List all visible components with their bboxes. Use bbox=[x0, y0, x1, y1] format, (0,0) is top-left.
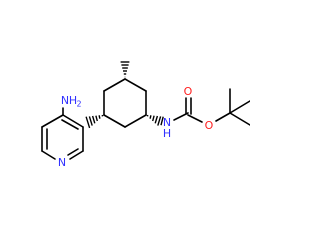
bond bbox=[69, 150, 84, 160]
pyridine-n-label: N bbox=[58, 156, 66, 169]
bond bbox=[124, 114, 147, 128]
bond bbox=[215, 112, 231, 122]
carbamate-n-label: N bbox=[163, 116, 171, 129]
double-bond-inner bbox=[67, 148, 79, 156]
amine-subscript: 2 bbox=[76, 100, 81, 109]
bond bbox=[62, 114, 84, 128]
carbonyl-o-label: O bbox=[184, 85, 193, 98]
ester-o-label: O bbox=[205, 119, 214, 132]
bond bbox=[41, 150, 56, 160]
carbamate-h-label: H bbox=[163, 127, 171, 140]
amine-n-label: N bbox=[61, 94, 69, 107]
pyridine-ring bbox=[41, 114, 84, 160]
hashed-wedge-bond bbox=[146, 114, 164, 126]
hashed-wedge-bond bbox=[120, 61, 130, 78]
bond bbox=[124, 78, 147, 92]
bond bbox=[187, 114, 203, 123]
bond bbox=[41, 114, 64, 128]
bond bbox=[103, 114, 126, 128]
double-bond-inner bbox=[61, 119, 79, 130]
cyclohexane-ring bbox=[103, 78, 147, 128]
tbutyl-bond bbox=[229, 112, 250, 126]
boc-group bbox=[173, 88, 250, 126]
amine-h-label: H bbox=[69, 94, 77, 107]
bond bbox=[103, 78, 126, 92]
molecule-structure: N H 2 N N H O O bbox=[41, 61, 250, 169]
tbutyl-bond bbox=[229, 100, 250, 114]
hashed-wedge-bond bbox=[85, 114, 104, 129]
